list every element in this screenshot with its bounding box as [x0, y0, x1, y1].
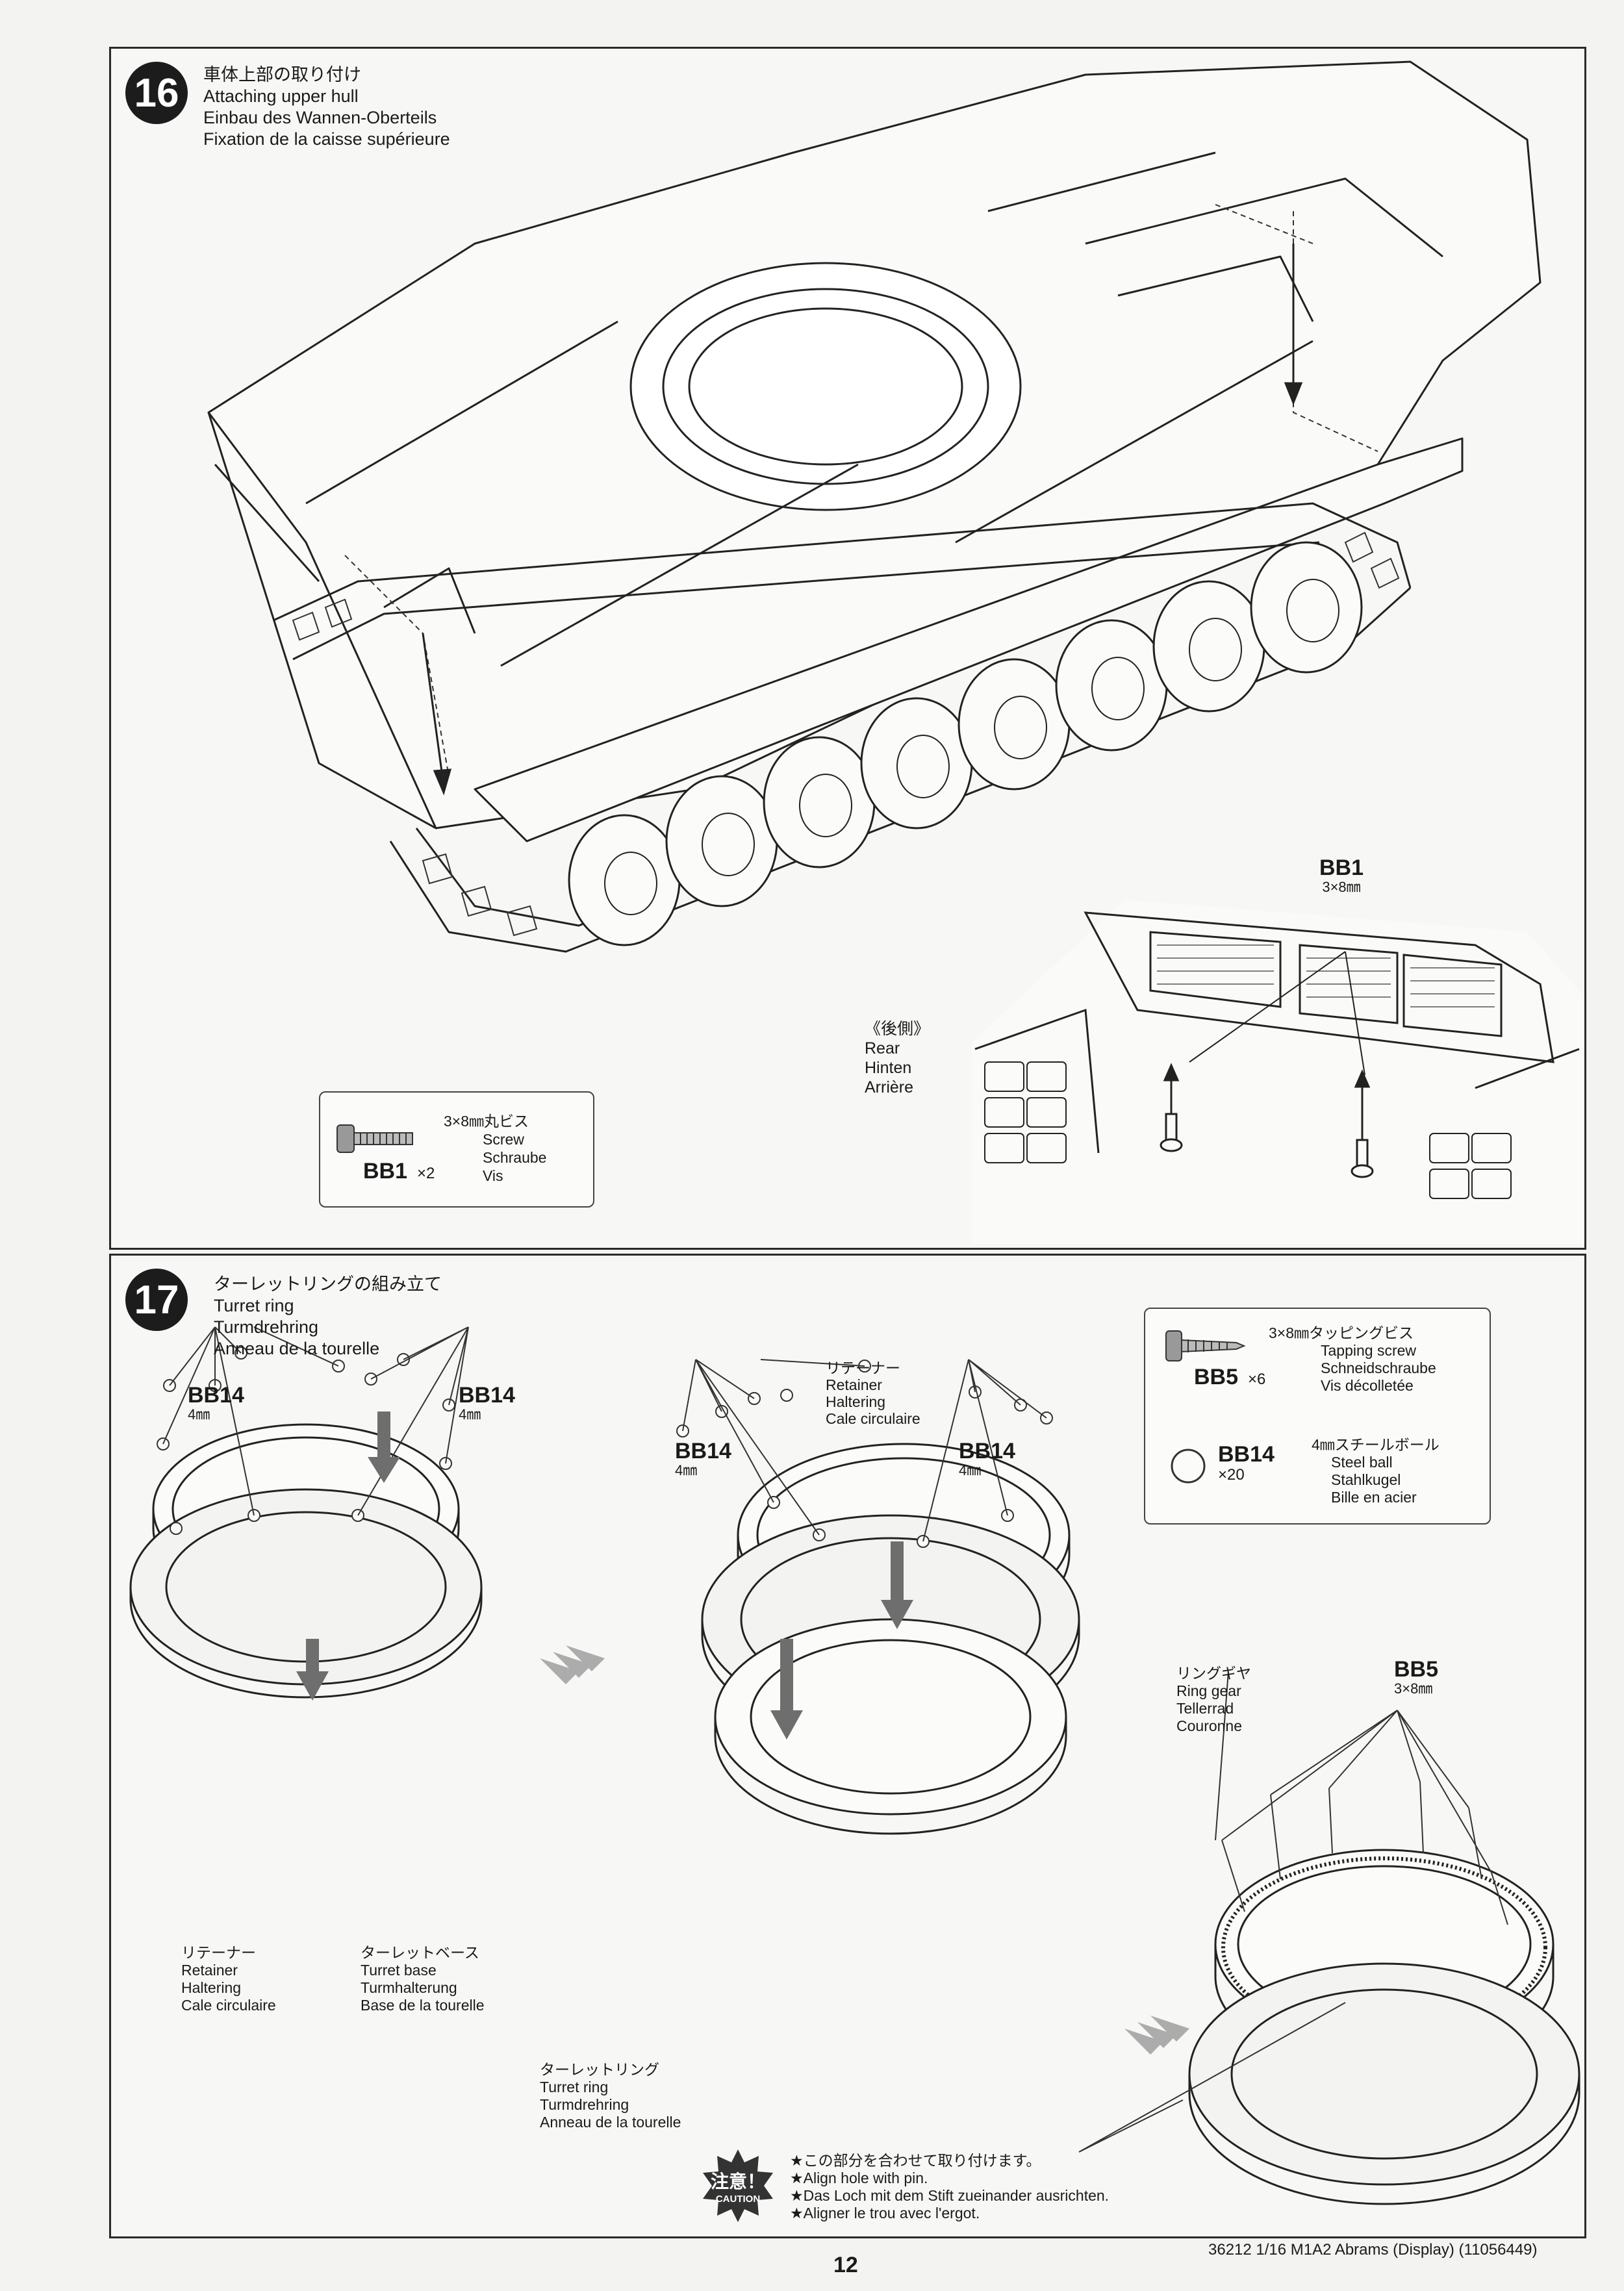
step-title-fr: Fixation de la caisse supérieure	[203, 129, 450, 149]
step-number-badge: 16	[125, 62, 188, 124]
retainer-label-top: リテーナー Retainer Haltering Cale circulaire	[826, 1360, 920, 1427]
turret-ring-label: ターレットリング Turret ring Turmdrehring Anneau…	[540, 2061, 681, 2131]
step-title-jp: ターレットリングの組み立て	[214, 1274, 442, 1294]
rear-label-de: Hinten	[865, 1059, 912, 1077]
rear-view-label: 《後側》 Rear Hinten Arrière	[865, 1019, 930, 1097]
parts-box-bb1-desc-fr: Vis	[483, 1167, 503, 1184]
step-title-de: Turmdrehring	[214, 1317, 319, 1337]
caution-text: ★この部分を合わせて取り付けます。 ★Align hole with pin. …	[790, 2152, 1109, 2222]
step-title-jp: 車体上部の取り付け	[203, 65, 361, 84]
step-title: 車体上部の取り付け Attaching upper hull Einbau de…	[203, 64, 450, 150]
parts-box-bb1-desc-jp: 3×8㎜丸ビス	[444, 1113, 529, 1130]
parts-box-bb1-desc-en: Screw	[483, 1131, 524, 1148]
step-17-panel: 17 ターレットリングの組み立て Turret ring Turmdrehrin…	[109, 1254, 1586, 2238]
caution-line-en: ★Align hole with pin.	[790, 2170, 928, 2186]
caution-badge-en: CAUTION	[715, 2193, 761, 2205]
step-title-en: Turret ring	[214, 1296, 294, 1315]
page-number: 12	[833, 2253, 858, 2277]
steel-ball-icon	[1171, 1449, 1206, 1484]
parts-box-bb1-id: BB1 ×2	[363, 1159, 435, 1183]
turret-base-label: ターレットベース Turret base Turmhalterung Base …	[361, 1944, 485, 2014]
parts-box-bb5-id: BB5 ×6	[1194, 1365, 1266, 1389]
bb1-callout: BB1 3×8㎜	[1319, 855, 1364, 897]
caution-line-de: ★Das Loch mit dem Stift zueinander ausri…	[790, 2187, 1110, 2204]
bb1-callout-part: BB1	[1319, 855, 1364, 880]
caution-badge: 注意！ CAUTION	[699, 2147, 777, 2225]
parts-box-bb1-qty: ×2	[416, 1165, 435, 1182]
parts-box-bb14-desc: 4㎜スチールボール Steel ball Stahlkugel Bille en…	[1312, 1436, 1440, 1506]
retainer-label-bottom: リテーナー Retainer Haltering Cale circulaire	[181, 1944, 276, 2014]
parts-box-bb1-part: BB1	[363, 1159, 408, 1183]
rear-label-en: Rear	[865, 1039, 900, 1057]
parts-box-bb5-desc: 3×8㎜タッピングビス Tapping screw Schneidschraub…	[1269, 1324, 1436, 1394]
step-title-en: Attaching upper hull	[203, 86, 359, 106]
rear-label-jp: 《後側》	[865, 1020, 930, 1038]
step-number: 16	[134, 70, 179, 116]
step-16-panel: 16 車体上部の取り付け Attaching upper hull Einbau…	[109, 47, 1586, 1250]
upper-hull-illustration	[207, 60, 1584, 1244]
step-title: ターレットリングの組み立て Turret ring Turmdrehring A…	[214, 1274, 442, 1360]
ring-gear-label: リングギヤ Ring gear Tellerrad Couronne	[1176, 1665, 1251, 1734]
step-title-fr: Anneau de la tourelle	[214, 1339, 380, 1358]
parts-box-bb1-desc-de: Schraube	[483, 1149, 547, 1166]
parts-box-bb1-desc: 3×8㎜丸ビス Screw Schraube Vis	[444, 1112, 546, 1185]
caution-line-jp: ★この部分を合わせて取り付けます。	[790, 2152, 1041, 2169]
caution-line-fr: ★Aligner le trou avec l'ergot.	[790, 2205, 980, 2221]
screw-icon	[336, 1124, 413, 1153]
parts-box-step17: BB5 ×6 3×8㎜タッピングビス Tapping screw Schneid…	[1144, 1308, 1491, 1525]
step-number-badge: 17	[125, 1269, 188, 1331]
caution-burst-icon	[703, 2149, 773, 2222]
product-line: 36212 1/16 M1A2 Abrams (Display) (110564…	[1208, 2241, 1538, 2259]
bb5-callout: BB5 3×8㎜	[1394, 1657, 1439, 1697]
caution-badge-jp: 注意！	[710, 2171, 765, 2192]
step-number: 17	[134, 1277, 179, 1323]
bb14-label-4: BB14 4㎜	[959, 1439, 1015, 1478]
parts-box-bb1: BB1 ×2 3×8㎜丸ビス Screw Schraube Vis	[319, 1091, 594, 1208]
turret-ring-illustration	[129, 1326, 1580, 2205]
parts-box-bb14-id: BB14 ×20	[1218, 1442, 1275, 1484]
rear-label-fr: Arrière	[865, 1078, 914, 1096]
tapping-screw-icon	[1165, 1330, 1246, 1361]
bb14-label-2: BB14 4㎜	[459, 1383, 515, 1423]
bb1-callout-size: 3×8㎜	[1322, 879, 1361, 895]
step-title-de: Einbau des Wannen-Oberteils	[203, 108, 437, 127]
bb14-label-1: BB14 4㎜	[188, 1383, 244, 1423]
bb14-label-3: BB14 4㎜	[675, 1439, 731, 1478]
